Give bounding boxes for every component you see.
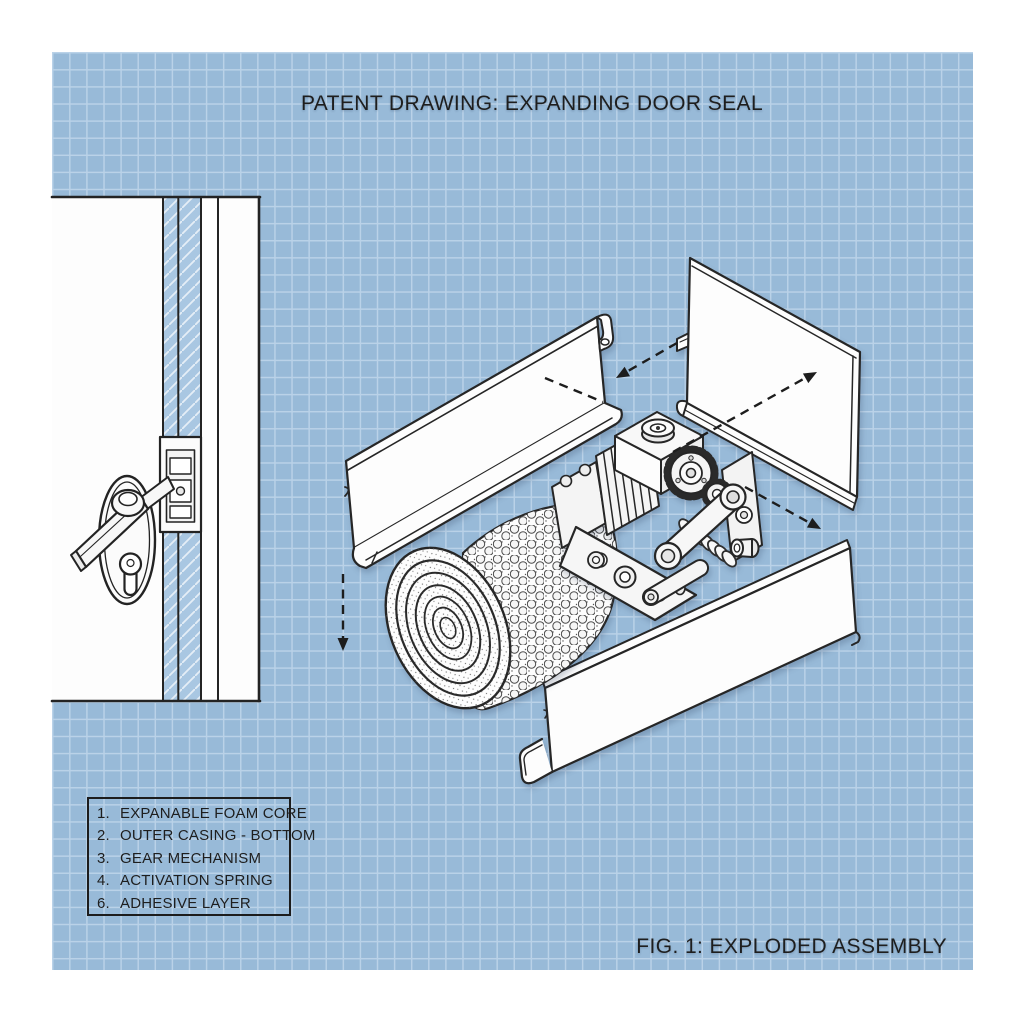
legend-item-label: OUTER CASING - BOTTOM xyxy=(120,827,316,845)
legend-item-number: 6. xyxy=(97,894,110,912)
legend-item: 3. GEAR MECHANISM xyxy=(97,850,289,872)
legend-item: 2. OUTER CASING - BOTTOM xyxy=(97,827,315,849)
page-title: PATENT DRAWING: EXPANDING DOOR SEAL xyxy=(300,92,764,115)
legend-item: 1. EXPANABLE FOAM CORE xyxy=(97,805,307,827)
legend-item-label: EXPANABLE FOAM CORE xyxy=(120,805,307,822)
legend-item-number: 1. xyxy=(97,805,110,822)
legend-rows: 1. EXPANABLE FOAM CORE 2. OUTER CASING - BO… xyxy=(97,805,315,917)
legend-item-label: ACTIVATION SPRING xyxy=(120,872,273,890)
parts-legend: 1. EXPANABLE FOAM CORE 2. OUTER CASING - BO… xyxy=(87,797,315,917)
legend-item: 4. ACTIVATION SPRING xyxy=(97,872,289,894)
legend-item: 6. ADHESIVE LAYER xyxy=(97,895,289,917)
legend-item-label: ADHESIVE LAYER xyxy=(120,894,251,912)
legend-item-label: GEAR MECHANISM xyxy=(120,849,262,867)
legend-item-number: 4. xyxy=(97,872,110,890)
legend-item-number: 2. xyxy=(97,827,110,845)
figure-caption: FIG. 1: EXPLODED ASSEMBLY xyxy=(636,935,947,958)
legend-item-number: 3. xyxy=(97,849,110,867)
